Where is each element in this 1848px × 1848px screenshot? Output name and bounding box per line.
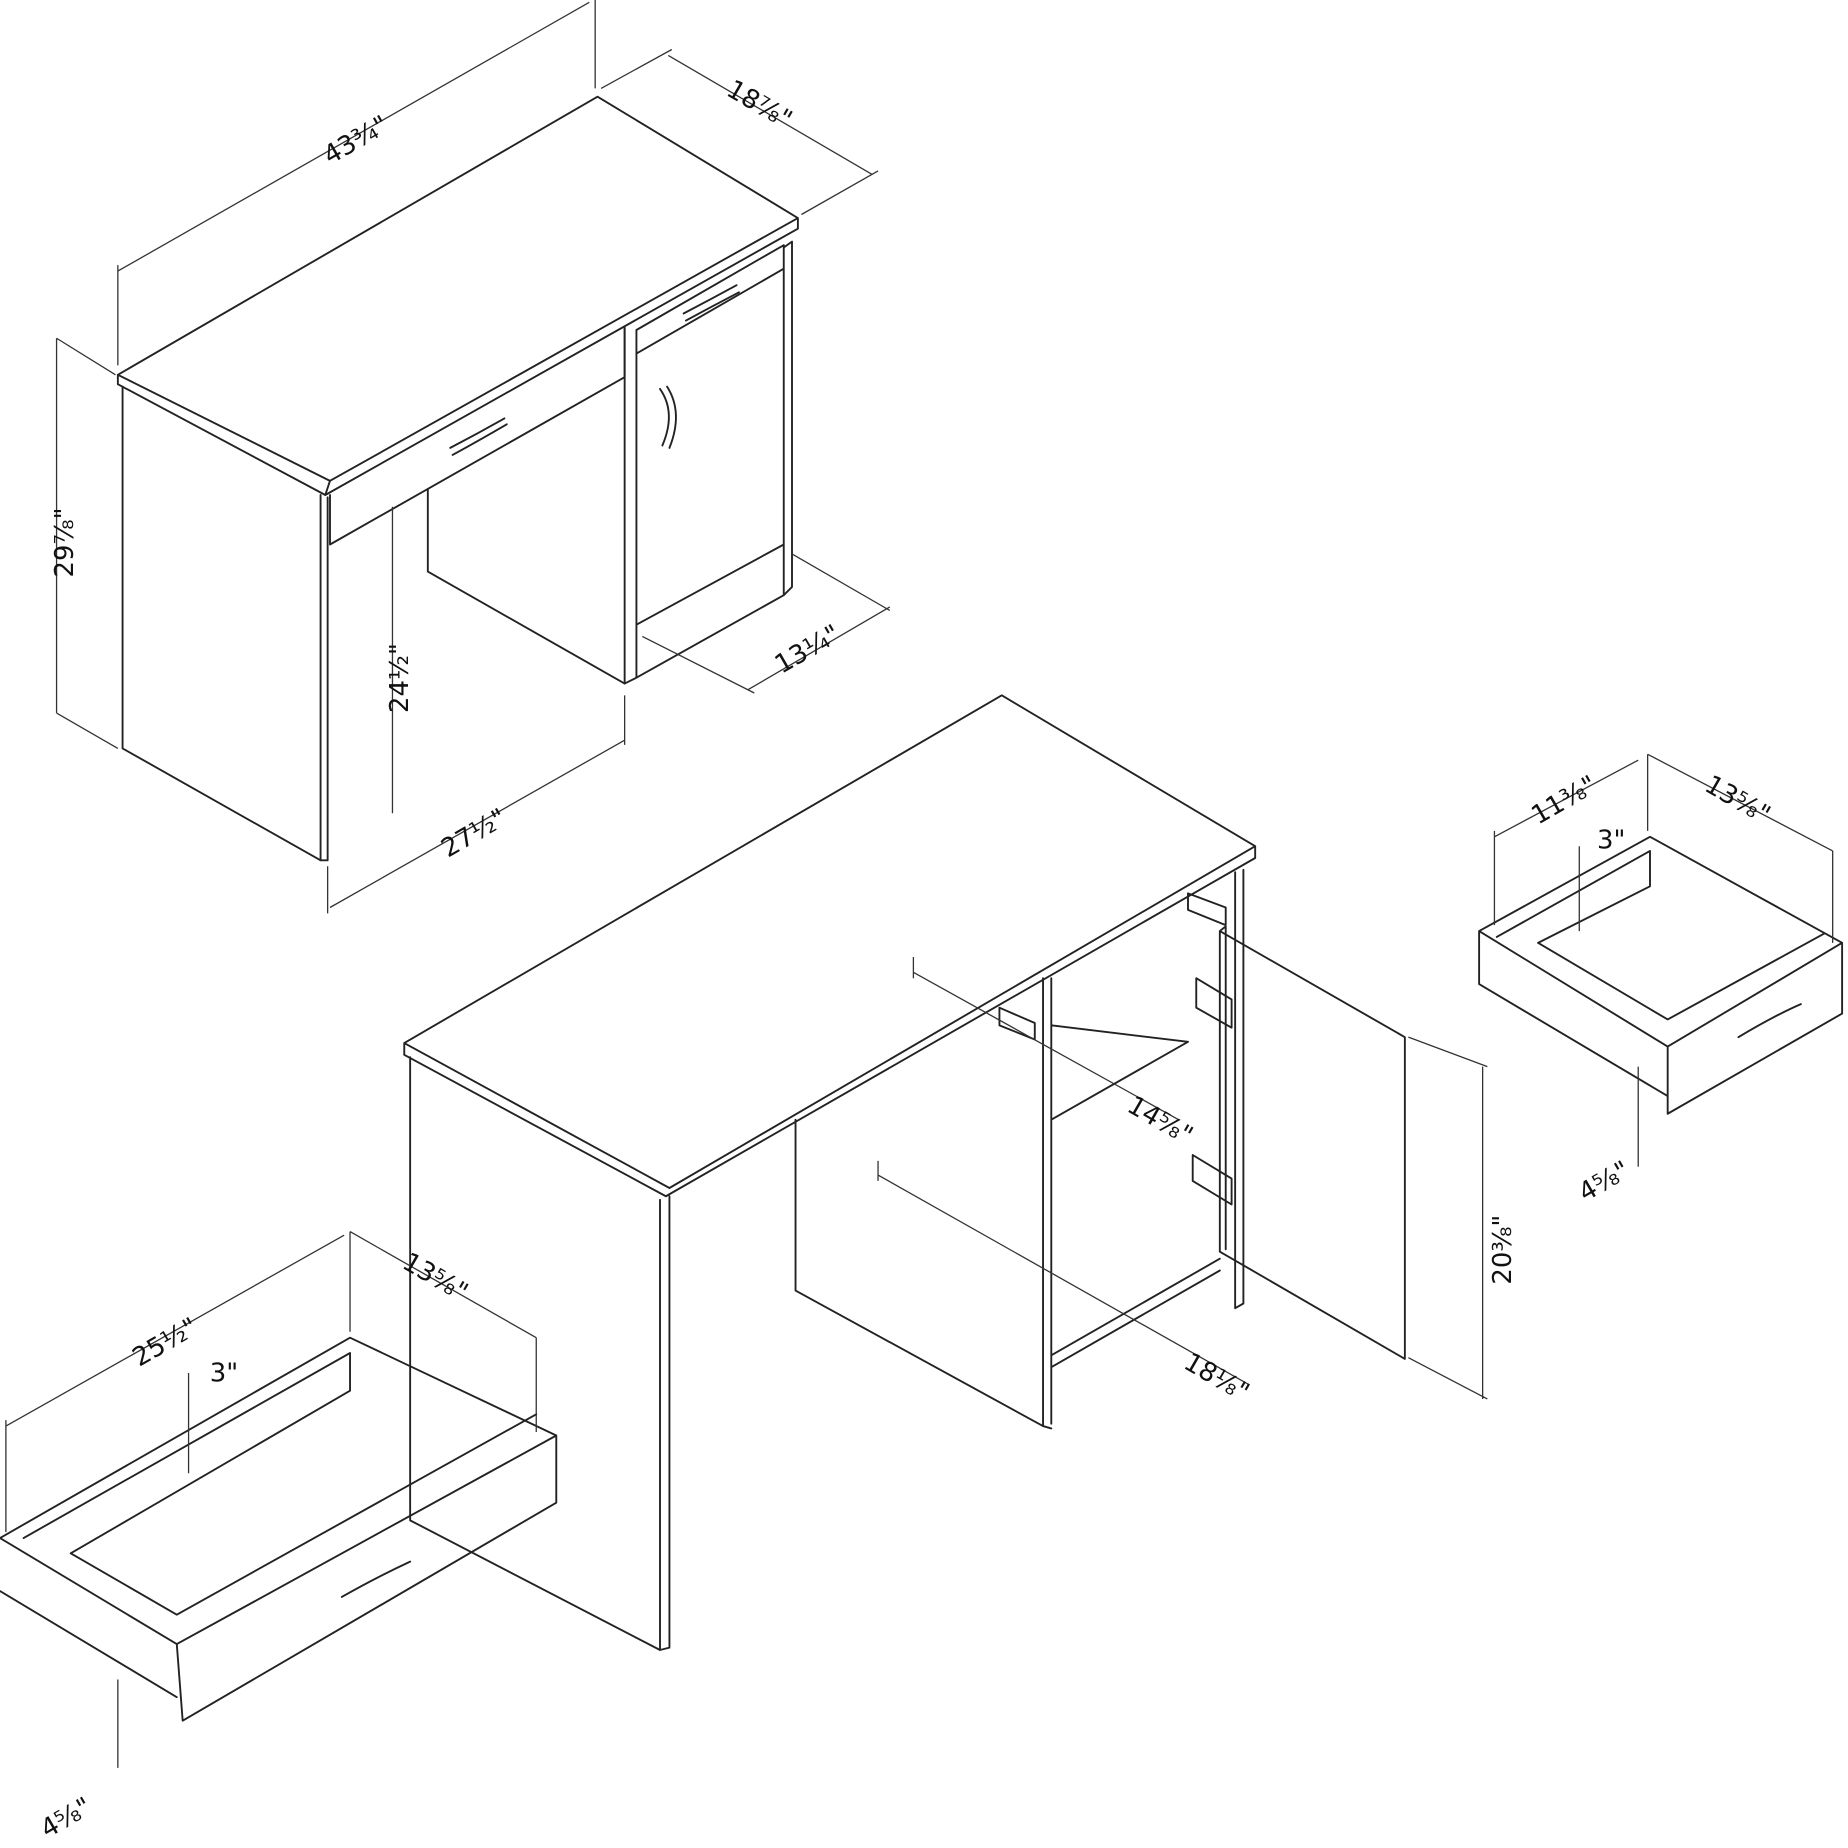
dim-line-cabinet-depth-open <box>877 1160 1250 1386</box>
small-drawer-box <box>1478 835 1844 1115</box>
label-large-inner-height: 3" <box>210 1358 238 1388</box>
large-drawer-dims <box>5 1231 537 1768</box>
assembled-dimensions: 43¾" 18⅞" 29⅞" 24½" 27½" 13¼" <box>50 0 891 914</box>
label-shelf-depth: 14⅝" <box>1122 1090 1198 1151</box>
dim-line-shelf-depth <box>912 957 1179 1121</box>
mount-plate-1 <box>1187 892 1227 927</box>
desk-top <box>116 95 799 496</box>
label-small-front-height: 4⅝" <box>1574 1155 1635 1208</box>
large-drawer-box <box>0 1336 558 1722</box>
label-height: 29⅞" <box>50 508 80 578</box>
open-desk-dimensions: 14⅝" 18⅛" 20⅜" <box>877 957 1518 1408</box>
left-panel <box>121 385 329 862</box>
top-drawer <box>329 326 626 685</box>
hinge-top <box>1195 977 1233 1029</box>
label-small-width: 11⅜" <box>1527 770 1603 831</box>
label-knee-height: 24½" <box>385 643 415 713</box>
open-desk <box>403 694 1406 1651</box>
label-cabinet-depth-open: 18⅛" <box>1179 1347 1255 1408</box>
large-drawer: 25½" 13⅝" 3" 4⅝" <box>0 1231 558 1845</box>
dim-line-height <box>55 337 119 749</box>
door <box>1218 925 1406 1360</box>
open-left-panel <box>409 1056 671 1651</box>
label-large-width: 25½" <box>128 1312 204 1373</box>
label-large-front-height: 4⅝" <box>36 1792 97 1845</box>
dim-line-knee-width <box>326 695 626 914</box>
label-small-depth: 13⅝" <box>1700 770 1776 831</box>
dim-line-door-height <box>1408 1036 1488 1400</box>
small-drawer-dims <box>1493 753 1834 1167</box>
label-cabinet-depth: 13¼" <box>770 619 846 680</box>
dim-line-width <box>117 0 596 366</box>
dim-line-cabinet-depth <box>642 553 891 694</box>
small-drawer: 11⅜" 13⅝" 3" 4⅝" <box>1478 753 1844 1208</box>
label-large-depth: 13⅝" <box>397 1247 473 1308</box>
label-small-inner-height: 3" <box>1597 826 1625 856</box>
back-panel <box>794 1118 1044 1428</box>
drawer-handle-1 <box>449 417 508 456</box>
cabinet-frame <box>1042 868 1245 1430</box>
open-desk-top <box>403 694 1257 1198</box>
door-handle <box>659 385 677 449</box>
hinge-bottom <box>1191 1154 1233 1206</box>
label-door-height: 20⅜" <box>1488 1215 1518 1285</box>
label-width: 43¾" <box>319 110 395 171</box>
label-knee-width: 27½" <box>436 803 512 864</box>
knee-right-panel <box>623 240 793 685</box>
drawer-handle-2 <box>682 284 740 322</box>
label-depth: 18⅞" <box>721 74 797 135</box>
assembled-desk <box>116 95 799 862</box>
dim-line-depth <box>600 48 879 216</box>
